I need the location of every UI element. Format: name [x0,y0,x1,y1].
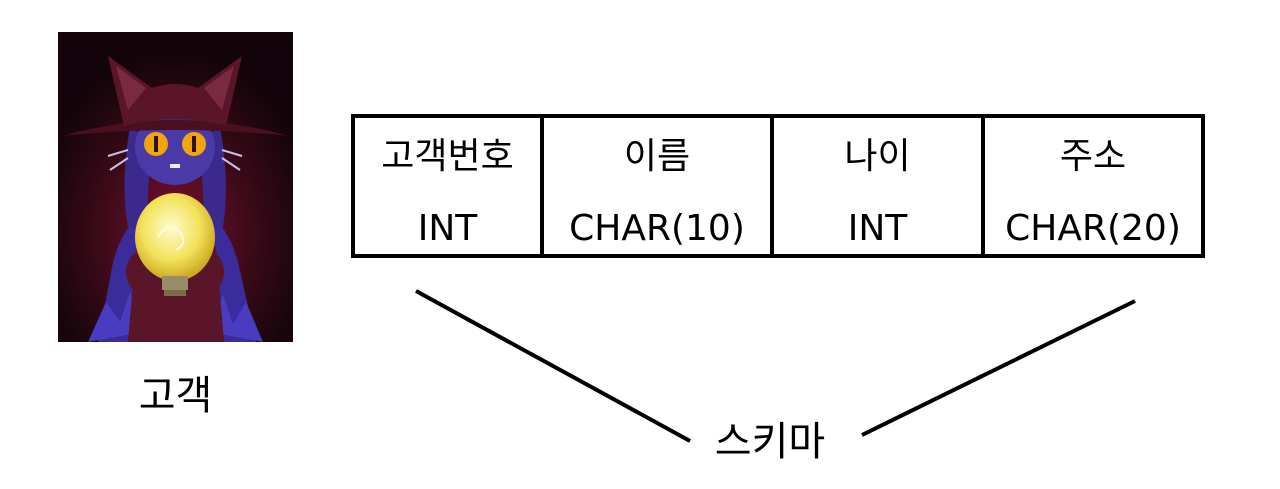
schema-column-customer-number: 고객번호 INT [355,118,544,254]
schema-column-name: 이름 CHAR(10) [544,118,774,254]
brace-line-left [415,289,691,443]
schema-column-age: 나이 INT [774,118,985,254]
column-name: 주소 [1059,136,1127,177]
column-name: 나이 [844,136,911,177]
customer-illustration [58,32,293,342]
column-type: CHAR(10) [569,208,745,249]
column-name: 고객번호 [381,136,514,177]
schema-label: 스키마 [714,419,826,465]
column-type: INT [417,208,478,249]
column-type: INT [847,208,908,249]
column-type: CHAR(20) [1005,208,1181,249]
entity-caption: 고객 [138,373,213,419]
schema-table: 고객번호 INT 이름 CHAR(10) 나이 INT 주소 CHAR(20) [351,114,1205,258]
witch-with-lightbulb-icon [58,32,293,342]
schema-column-address: 주소 CHAR(20) [985,118,1201,254]
brace-line-right [861,299,1136,437]
column-name: 이름 [623,136,691,177]
